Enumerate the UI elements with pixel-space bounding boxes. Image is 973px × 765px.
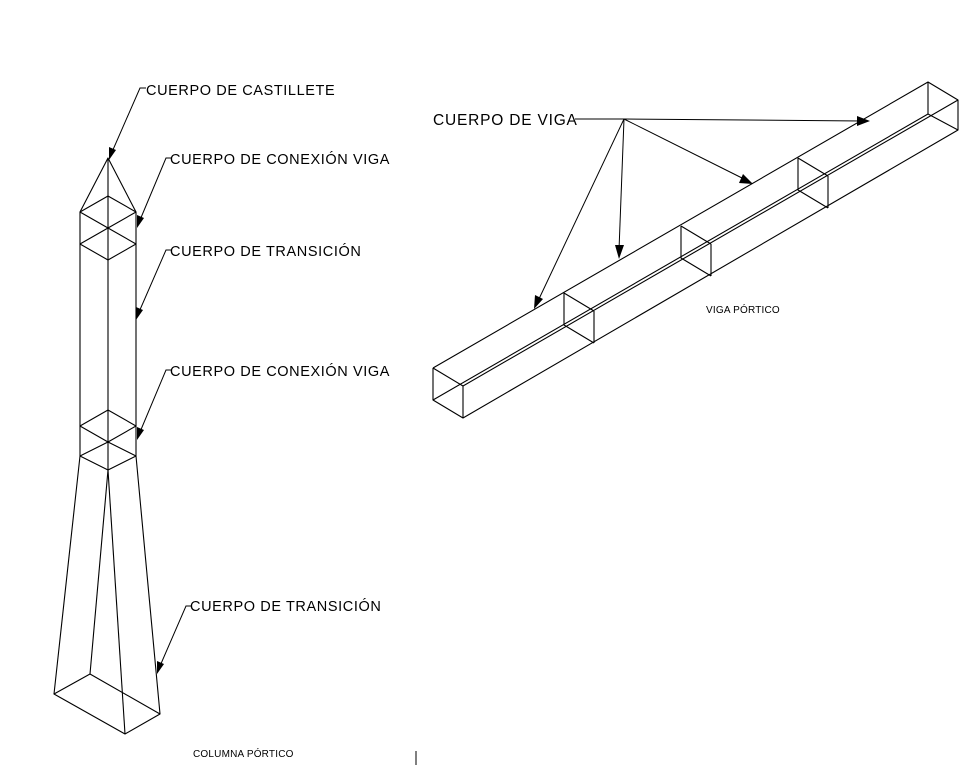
caption-viga-portico: VIGA PÓRTICO [706,303,780,316]
column-frame-drawing [53,157,161,735]
beam-frame-drawing [432,81,959,419]
column-upper-transition-body [79,244,137,442]
column-leaders [109,87,192,674]
label-cuerpo-transicion-top: CUERPO DE TRANSICIÓN [170,243,361,260]
label-cuerpo-castillete: CUERPO DE CASTILLETE [146,83,335,99]
beam-leaders [534,116,870,309]
beam-segment-frame-2 [680,225,712,277]
caption-columna-portico: COLUMNA PÓRTICO [193,747,294,760]
label-cuerpo-viga: CUERPO DE VIGA [433,112,578,129]
label-cuerpo-transicion-bottom: CUERPO DE TRANSICIÓN [190,598,381,615]
beam-segment-frame-3 [797,157,829,209]
label-cuerpo-conexion-viga-bottom: CUERPO DE CONEXIÓN VIGA [170,363,390,380]
label-cuerpo-conexion-viga-top: CUERPO DE CONEXIÓN VIGA [170,151,390,168]
column-lower-connection-body [79,409,137,471]
column-lower-transition-body [53,455,161,735]
column-castillete-body [79,157,137,228]
beam-segment-frame-1 [563,292,595,344]
